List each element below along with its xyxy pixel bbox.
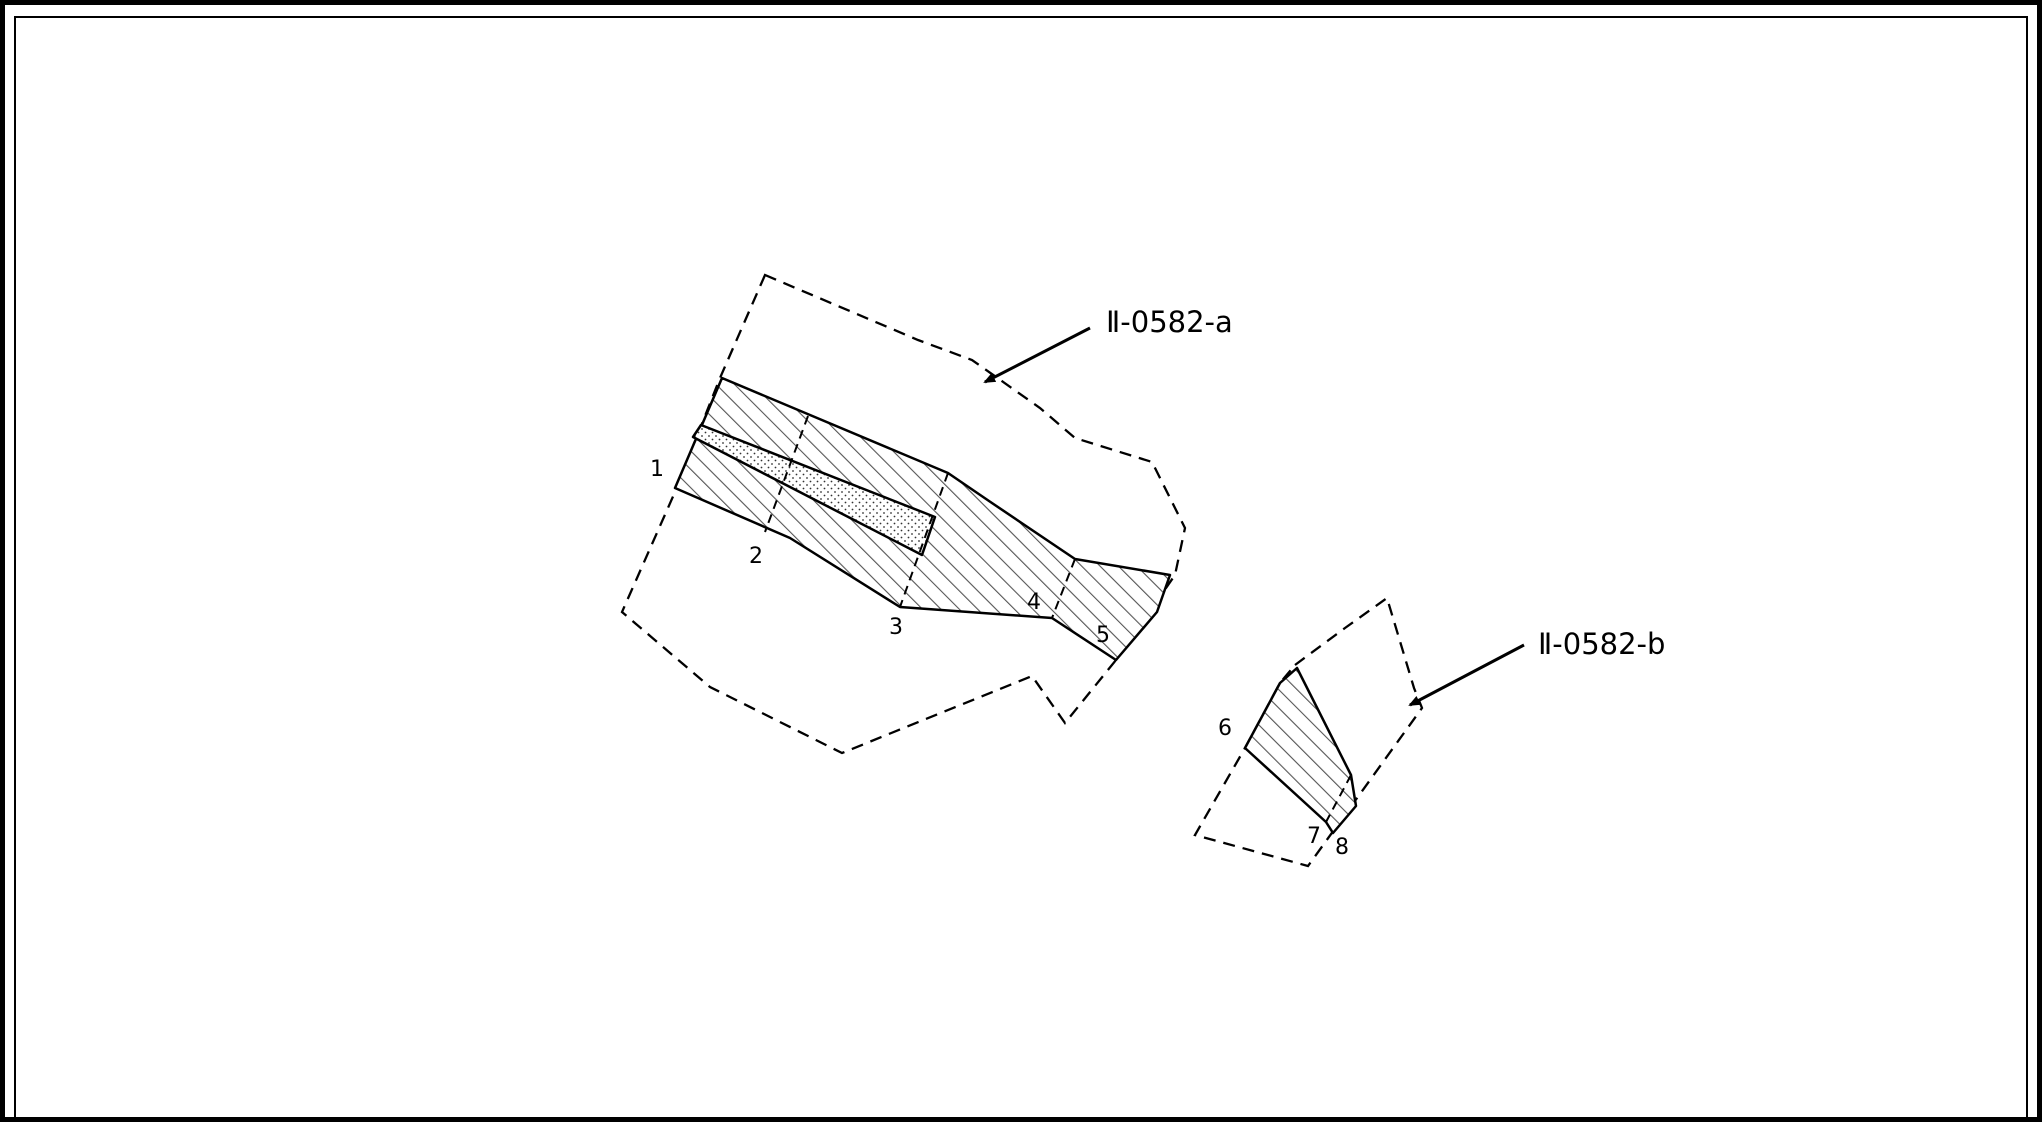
area-b-leader-arrow (1408, 643, 1525, 707)
parcel-a-divider-1 (764, 415, 809, 533)
area-a-leader-arrow (983, 326, 1091, 384)
point-label-3: 3 (889, 615, 903, 640)
point-label-6: 6 (1218, 716, 1232, 741)
parcel-b-hatched-area (1243, 666, 1358, 835)
area-b-label: Ⅱ-0582-b (1538, 627, 1665, 661)
point-label-8: 8 (1335, 835, 1349, 860)
parcel-a-divider-2 (899, 472, 949, 608)
point-label-7: 7 (1307, 824, 1321, 849)
parcel-a-boundary (620, 273, 1187, 755)
point-label-1: 1 (650, 457, 664, 482)
inner-frame (14, 16, 2028, 1122)
parcel-a-dotted-area (691, 423, 937, 557)
parcel-b-boundary (1193, 596, 1424, 868)
point-label-2: 2 (749, 544, 763, 569)
point-label-5: 5 (1096, 623, 1110, 648)
area-a-label: Ⅱ-0582-a (1106, 305, 1233, 339)
point-label-4: 4 (1027, 590, 1041, 615)
parcel-b-divider (1325, 774, 1352, 823)
parcel-a-divider-3 (1051, 558, 1076, 619)
